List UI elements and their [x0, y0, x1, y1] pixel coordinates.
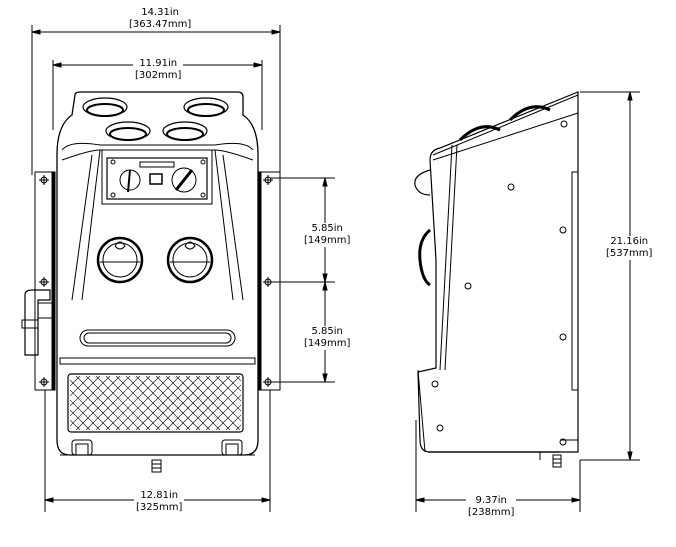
mesh-line: [105, 376, 161, 430]
mesh-line: [246, 376, 300, 430]
mesh-line: [70, 376, 91, 397]
mesh-line: [225, 414, 241, 430]
mesh-line: [246, 376, 300, 430]
mesh-line: [165, 376, 221, 430]
mesh-line: [70, 376, 111, 417]
label-top-width: 11.91in [302mm]: [133, 58, 184, 82]
mesh-line: [266, 376, 320, 430]
mesh-line: [125, 376, 181, 430]
mesh-line: [70, 419, 81, 430]
dim-overall-width: [31, 25, 281, 175]
label-height: 21.16in [537mm]: [604, 236, 655, 260]
mesh-line: [225, 376, 241, 392]
side-view: [414, 91, 579, 468]
mesh-line: [70, 376, 81, 387]
mesh-line: [256, 376, 310, 430]
mesh-line: [70, 376, 101, 407]
label-depth: 9.37in [238mm]: [466, 495, 517, 519]
mesh-line: [215, 376, 241, 402]
mesh-line: [276, 376, 330, 430]
front-view: [21, 91, 281, 473]
dim-height: [580, 91, 640, 461]
mesh-line: [145, 376, 201, 430]
label-mount-spacing-lower: 5.85in [149mm]: [302, 326, 353, 350]
mesh-line: [215, 404, 241, 430]
mesh-line: [266, 376, 320, 430]
side-fasteners: [431, 120, 568, 446]
label-overall-width: 14.31in [363.47mm]: [127, 7, 194, 31]
mesh-line: [70, 429, 71, 430]
mount-holes: [39, 175, 273, 387]
mesh-line: [235, 424, 241, 430]
mesh-line: [85, 376, 141, 430]
mesh-line: [135, 376, 191, 430]
mesh-line: [185, 376, 241, 430]
mesh-line: [256, 376, 310, 430]
mesh-line: [70, 376, 71, 377]
label-bottom-width: 12.81in [325mm]: [134, 490, 185, 514]
mesh-line: [175, 376, 231, 430]
mesh-line: [286, 376, 340, 430]
mesh-line: [115, 376, 171, 430]
mesh-line: [95, 376, 151, 430]
mesh-line: [286, 376, 340, 430]
grille: [59, 357, 256, 433]
mesh-line: [235, 376, 241, 382]
mesh-line: [155, 376, 211, 430]
mesh-line: [195, 384, 241, 430]
mesh-line: [276, 376, 330, 430]
mesh-line: [70, 409, 91, 430]
label-mount-spacing-upper: 5.85in [149mm]: [302, 223, 353, 247]
front-vents: [96, 236, 214, 284]
control-panel: [101, 149, 213, 205]
top-vents: [82, 97, 229, 141]
mesh-line: [205, 394, 241, 430]
mesh-line: [70, 376, 121, 427]
mesh-line: [75, 376, 131, 430]
grille-mesh: [70, 376, 340, 430]
